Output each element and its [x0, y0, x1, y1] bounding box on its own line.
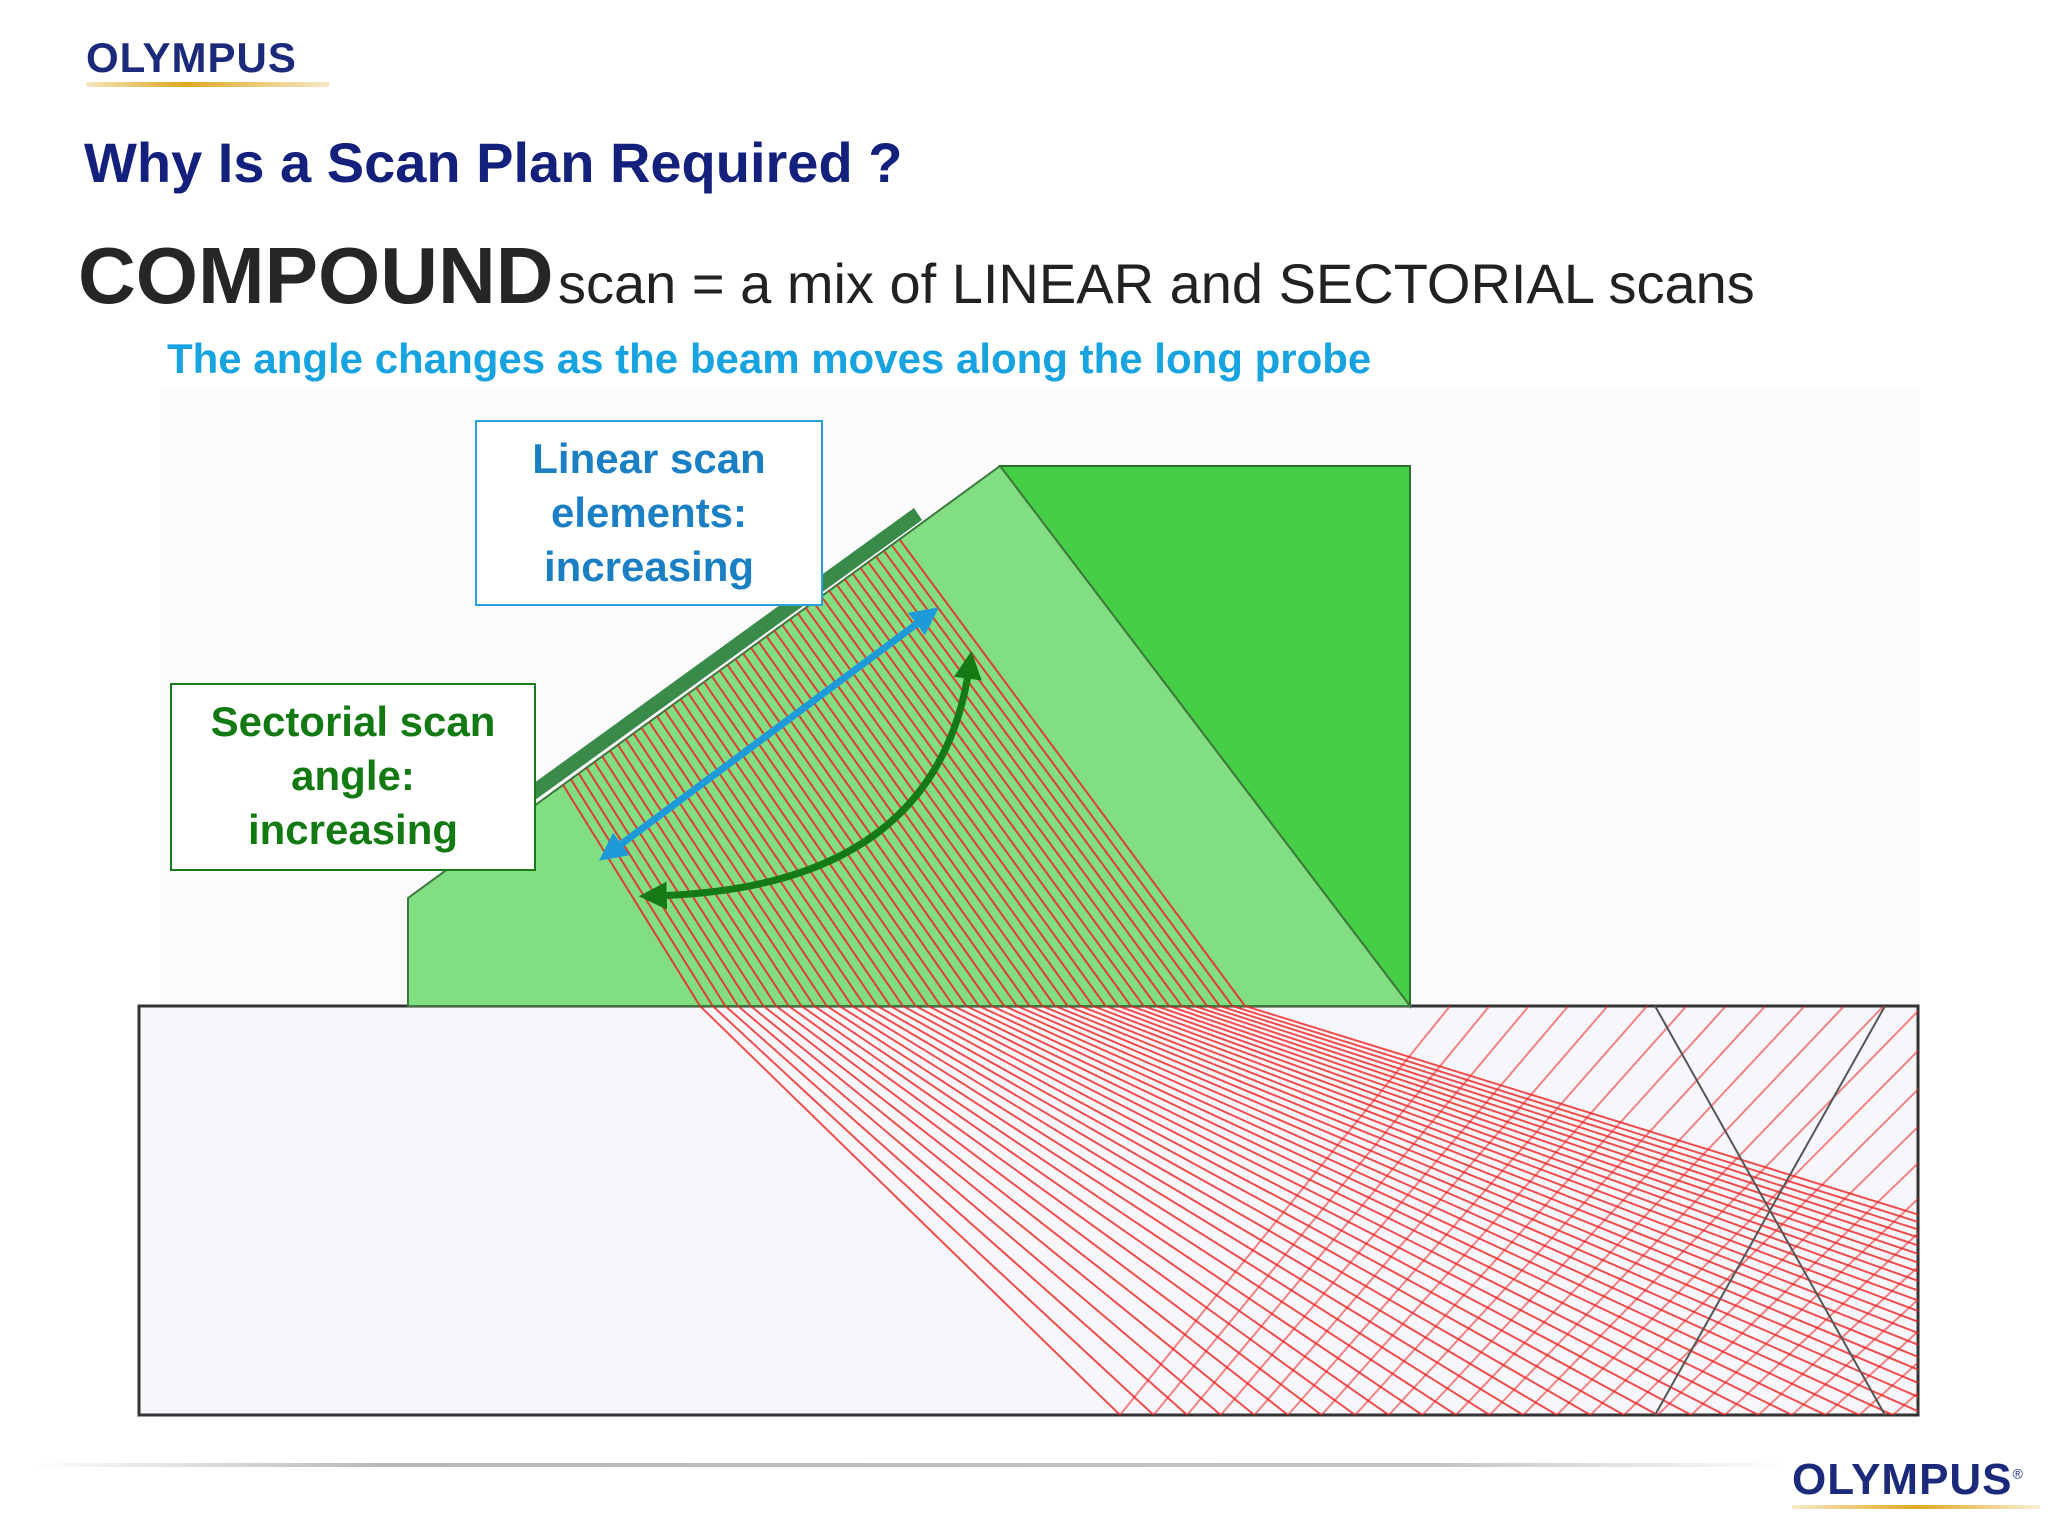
beam-ray-block [1003, 1006, 1918, 1413]
beam-ray-block [1232, 1006, 1918, 1223]
beam-ray-reflected [2027, 1006, 2048, 1415]
sectorial-label-line-2: angle: [291, 752, 415, 799]
olympus-logo-bottom: OLYMPUS® [1792, 1455, 2024, 1505]
beam-ray-reflected [1119, 1006, 1451, 1415]
beam-ray-reflected [1656, 1161, 1918, 1415]
sectorial-scan-label: Sectorial scan angle: increasing [170, 683, 536, 871]
beam-ray-block [1219, 1006, 1918, 1231]
slide-tagline: The angle changes as the beam moves alon… [167, 335, 1372, 382]
beam-lines-block [699, 1006, 2048, 1415]
beam-ray-block [902, 1006, 1659, 1415]
beam-ray-block [1168, 1006, 1918, 1264]
beam-ray-block [1079, 1006, 1918, 1335]
sectorial-label-line-1: Sectorial scan [210, 698, 496, 745]
sectorial-scan-arrow [638, 650, 982, 910]
beam-ray-reflected [1791, 1298, 1918, 1415]
beam-ray-block [1041, 1006, 1918, 1371]
beam-ray-block [699, 1006, 1121, 1415]
beam-ray-reflected [1556, 1049, 1918, 1415]
beam-ray-reflected [1388, 1006, 1767, 1415]
beam-ray-block [978, 1006, 1860, 1415]
beam-ray-block [1054, 1006, 1918, 1358]
beam-ray-block [711, 1006, 1155, 1415]
beam-ray-block [1117, 1006, 1918, 1302]
linear-label-line-1: Linear scan [532, 435, 766, 482]
sectorial-label-line-3: increasing [247, 806, 459, 853]
beam-ray-block [889, 1006, 1625, 1415]
beam-ray-block [953, 1006, 1793, 1415]
logo-underline-top [86, 82, 330, 87]
beam-ray-reflected [1724, 1231, 1918, 1415]
beam-ray-reflected [1354, 1006, 1727, 1415]
beam-ray-reflected [1253, 1006, 1609, 1415]
registered-mark: ® [2012, 1465, 2024, 1482]
beam-ray-block [864, 1006, 1558, 1415]
beam-ray-block [1067, 1006, 1918, 1346]
subtitle-rest: scan = a mix of LINEAR and SECTORIAL sca… [558, 252, 1755, 315]
beam-ray-block [788, 1006, 1356, 1415]
beam-ray-block [851, 1006, 1524, 1415]
footer-divider [30, 1463, 1790, 1467]
beam-ray-block [1181, 1006, 1918, 1255]
beam-ray-block [1244, 1006, 1918, 1216]
beam-ray-block [1130, 1006, 1918, 1292]
slide-subtitle: COMPOUND scan = a mix of LINEAR and SECT… [78, 230, 1755, 322]
slide-title: Why Is a Scan Plan Required ? [84, 131, 903, 194]
beam-ray-block [940, 1006, 1759, 1415]
beam-ray-block [927, 1006, 1726, 1415]
beam-ray-reflected [1488, 1006, 1885, 1415]
beam-ray-reflected [1927, 1006, 2048, 1415]
beam-ray-block [775, 1006, 1323, 1415]
beam-ray-wedge [559, 779, 701, 1006]
beam-ray-reflected [1960, 1006, 2048, 1415]
beam-ray-block [800, 1006, 1390, 1415]
subtitle-emphasis: COMPOUND [78, 231, 554, 320]
beam-ray-block [1155, 1006, 1918, 1273]
footer-logo-text: OLYMPUS [1792, 1455, 2013, 1504]
beam-ray-block [750, 1006, 1256, 1415]
beam-ray-reflected [1421, 1006, 1806, 1415]
beam-ray-block [1105, 1006, 1918, 1312]
beam-ray-block [1143, 1006, 1918, 1282]
linear-scan-label: Linear scan elements: increasing [475, 420, 823, 606]
reflection-line-2 [1654, 1005, 1886, 1416]
beam-ray-wedge [883, 550, 1221, 1006]
beam-ray-block [991, 1006, 1894, 1415]
beam-ray-block [1092, 1006, 1918, 1323]
beam-ray-wedge [899, 539, 1246, 1006]
beam-ray-block [1206, 1006, 1918, 1239]
beam-ray-block [1016, 1006, 1918, 1398]
beam-ray-block [737, 1006, 1222, 1415]
olympus-logo-top: OLYMPUS [86, 34, 297, 81]
beam-ray-block [762, 1006, 1289, 1415]
beam-ray-reflected [1522, 1009, 1918, 1415]
beam-ray-block [1029, 1006, 1918, 1384]
logo-underline-bottom [1792, 1505, 2040, 1509]
beam-ray-reflected [1994, 1006, 2048, 1415]
linear-label-line-3: increasing [543, 543, 755, 590]
beam-ray-block [838, 1006, 1491, 1415]
beam-ray-block [965, 1006, 1827, 1415]
beam-ray-block [876, 1006, 1591, 1415]
beam-ray-block [724, 1006, 1188, 1415]
beam-ray-block [813, 1006, 1423, 1415]
beam-ray-block [826, 1006, 1457, 1415]
beam-ray-reflected [1186, 1006, 1530, 1415]
beam-ray-block [1193, 1006, 1918, 1247]
linear-label-line-2: elements: [550, 489, 748, 536]
beam-ray-reflected [1825, 1330, 1918, 1415]
beam-ray-reflected [1589, 1087, 1918, 1415]
beam-ray-wedge [891, 544, 1234, 1006]
beam-ray-block [914, 1006, 1692, 1415]
